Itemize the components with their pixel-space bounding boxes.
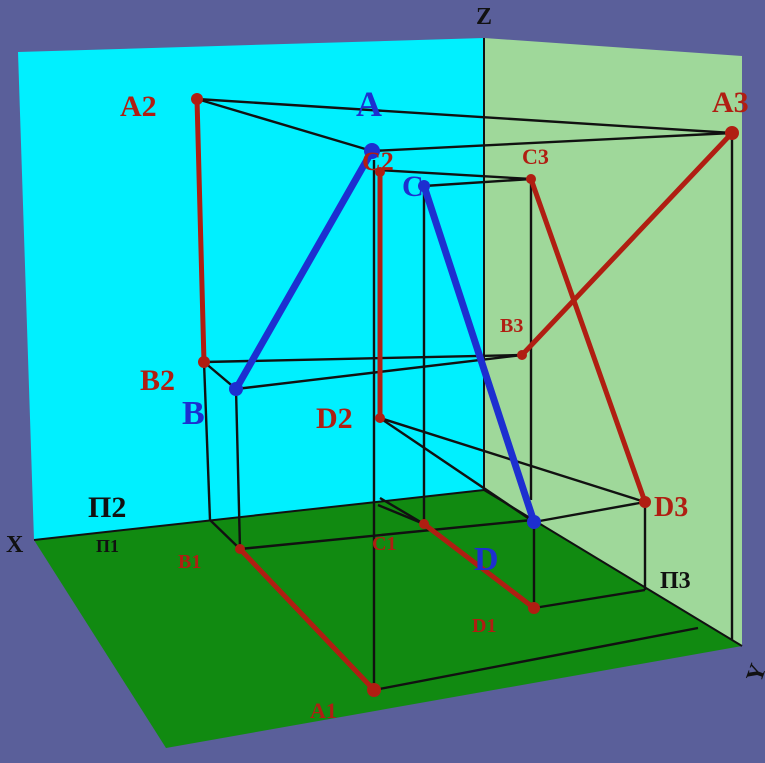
- label-b2: B2: [140, 364, 175, 397]
- label-d: D: [474, 541, 499, 578]
- point-c2: [375, 167, 385, 177]
- link-a2-a: [196, 97, 373, 153]
- label-b3: B3: [500, 315, 523, 337]
- link-b2-down: [202, 361, 212, 521]
- link-c1-d1-axis: [379, 496, 425, 526]
- points: [191, 93, 739, 697]
- segment-c3-d3: [528, 176, 648, 505]
- link-b-b1: [234, 388, 242, 550]
- plane-p1-label: П1: [96, 536, 119, 556]
- segment-a3-b3: [519, 130, 735, 358]
- segment-a-b: [232, 147, 376, 393]
- point-a: [364, 143, 380, 159]
- point-b3: [517, 350, 527, 360]
- point-a3: [725, 126, 739, 140]
- point-b: [229, 382, 243, 396]
- link-b1-y: [239, 518, 533, 551]
- label-c3: C3: [522, 144, 549, 169]
- link-d2-d: [379, 417, 535, 523]
- label-c: C: [402, 170, 424, 203]
- link-c2-c3: [377, 168, 532, 181]
- axis-x-label: X: [6, 532, 24, 558]
- point-a1: [367, 683, 381, 697]
- segment-a2-b2: [194, 96, 207, 365]
- point-b1: [235, 544, 245, 554]
- axis-z-label: Z: [476, 4, 492, 30]
- segment-c1-d1: [421, 521, 537, 611]
- label-a2: A2: [120, 90, 157, 123]
- link-a-a3: [371, 131, 733, 153]
- link-a2-a3: [196, 97, 733, 135]
- label-d1: D1: [472, 615, 496, 637]
- point-c: [418, 180, 430, 192]
- projection-segments: [194, 96, 735, 693]
- link-b1-axis: [209, 519, 241, 550]
- point-d3: [639, 496, 651, 508]
- axis-y-label: Y: [742, 660, 765, 685]
- label-d2: D2: [316, 402, 353, 435]
- x-axis: [33, 489, 485, 541]
- label-c2: C2: [362, 147, 394, 176]
- label-a: A: [356, 84, 382, 124]
- spatial-segments: [232, 147, 538, 526]
- link-d1-y: [533, 588, 646, 610]
- plane-p2-label: П2: [88, 491, 126, 524]
- segment-c-d: [420, 182, 538, 526]
- point-b2: [198, 356, 210, 368]
- label-c1: C1: [372, 533, 396, 555]
- link-c-c3: [423, 177, 532, 188]
- segment-b1-a1: [237, 546, 377, 693]
- point-c1: [419, 519, 429, 529]
- point-d: [527, 515, 541, 529]
- point-c3: [526, 174, 536, 184]
- point-d2: [375, 413, 385, 423]
- link-d-d3: [533, 500, 646, 524]
- point-a2: [191, 93, 203, 105]
- label-a1: A1: [310, 698, 337, 723]
- horizontal-plane-p1: [34, 490, 742, 748]
- label-d3: D3: [654, 492, 688, 523]
- label-b1: B1: [178, 551, 201, 573]
- link-b2-b3: [203, 353, 523, 364]
- label-b: B: [182, 395, 205, 432]
- link-a1-y: [373, 626, 699, 692]
- point-d1: [528, 602, 540, 614]
- plane-p3-label: П3: [660, 568, 691, 594]
- label-a3: A3: [712, 86, 749, 119]
